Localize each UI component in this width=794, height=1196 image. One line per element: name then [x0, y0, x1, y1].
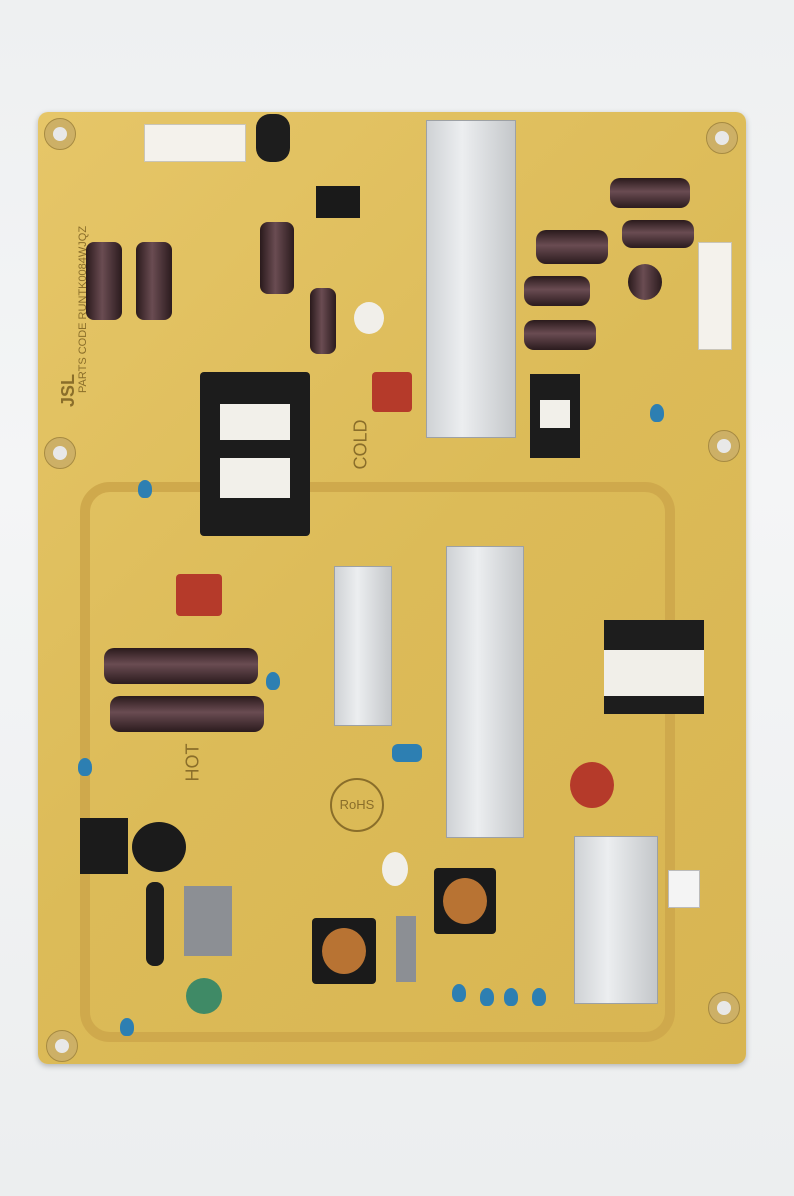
x-capacitor	[184, 886, 232, 956]
ceramic-capacitor	[480, 988, 494, 1006]
mount-hole	[44, 437, 76, 469]
ceramic-capacitor	[78, 758, 92, 776]
barcode-label	[668, 870, 700, 908]
rohs-label: RoHS	[330, 778, 384, 832]
bulk-capacitor	[110, 696, 264, 732]
electrolytic-capacitor	[310, 288, 336, 354]
inductor	[132, 822, 186, 872]
main-transformer	[200, 372, 310, 536]
ceramic-capacitor	[504, 988, 518, 1006]
electrolytic-capacitor	[622, 220, 694, 248]
electrolytic-capacitor	[524, 276, 590, 306]
electrolytic-capacitor	[628, 264, 662, 300]
ceramic-capacitor	[266, 672, 280, 690]
heatsink	[426, 120, 516, 438]
heatsink	[334, 566, 392, 726]
film-capacitor	[570, 762, 614, 808]
fuse-holder	[382, 852, 408, 886]
connector-header	[698, 242, 732, 350]
common-mode-choke	[434, 868, 496, 934]
ceramic-capacitor	[452, 984, 466, 1002]
transformer	[530, 374, 580, 458]
electrolytic-capacitor	[136, 242, 172, 320]
x-capacitor	[396, 916, 416, 982]
heatsink	[446, 546, 524, 838]
transistor	[256, 114, 290, 162]
ceramic-capacitor	[120, 1018, 134, 1036]
electrolytic-capacitor	[260, 222, 294, 294]
mount-hole	[708, 992, 740, 1024]
connector-header	[144, 124, 246, 162]
ceramic-capacitor	[392, 744, 422, 762]
hot-label: HOT	[182, 743, 203, 782]
ceramic-capacitor	[532, 988, 546, 1006]
resistor	[146, 882, 164, 966]
inductor	[80, 818, 128, 874]
cold-label: COLD	[350, 419, 371, 470]
mount-hole	[708, 430, 740, 462]
mount-hole	[706, 122, 738, 154]
ceramic-capacitor	[650, 404, 664, 422]
heatsink	[574, 836, 658, 1004]
pcb-board: PARTS CODE RUNTK0084WJQZ JSL COLD	[38, 112, 746, 1064]
jsl-logo: JSL	[58, 373, 79, 408]
fuse-holder	[354, 302, 384, 334]
ceramic-capacitor	[138, 480, 152, 498]
electrolytic-capacitor	[524, 320, 596, 350]
electrolytic-capacitor	[86, 242, 122, 320]
electrolytic-capacitor	[536, 230, 608, 264]
mount-hole	[44, 118, 76, 150]
bulk-capacitor	[104, 648, 258, 684]
film-capacitor	[372, 372, 412, 412]
mount-hole	[46, 1030, 78, 1062]
standby-transformer	[604, 620, 704, 714]
common-mode-choke	[312, 918, 376, 984]
transistor	[316, 186, 360, 218]
film-capacitor	[176, 574, 222, 616]
thermistor	[186, 978, 222, 1014]
electrolytic-capacitor	[610, 178, 690, 208]
